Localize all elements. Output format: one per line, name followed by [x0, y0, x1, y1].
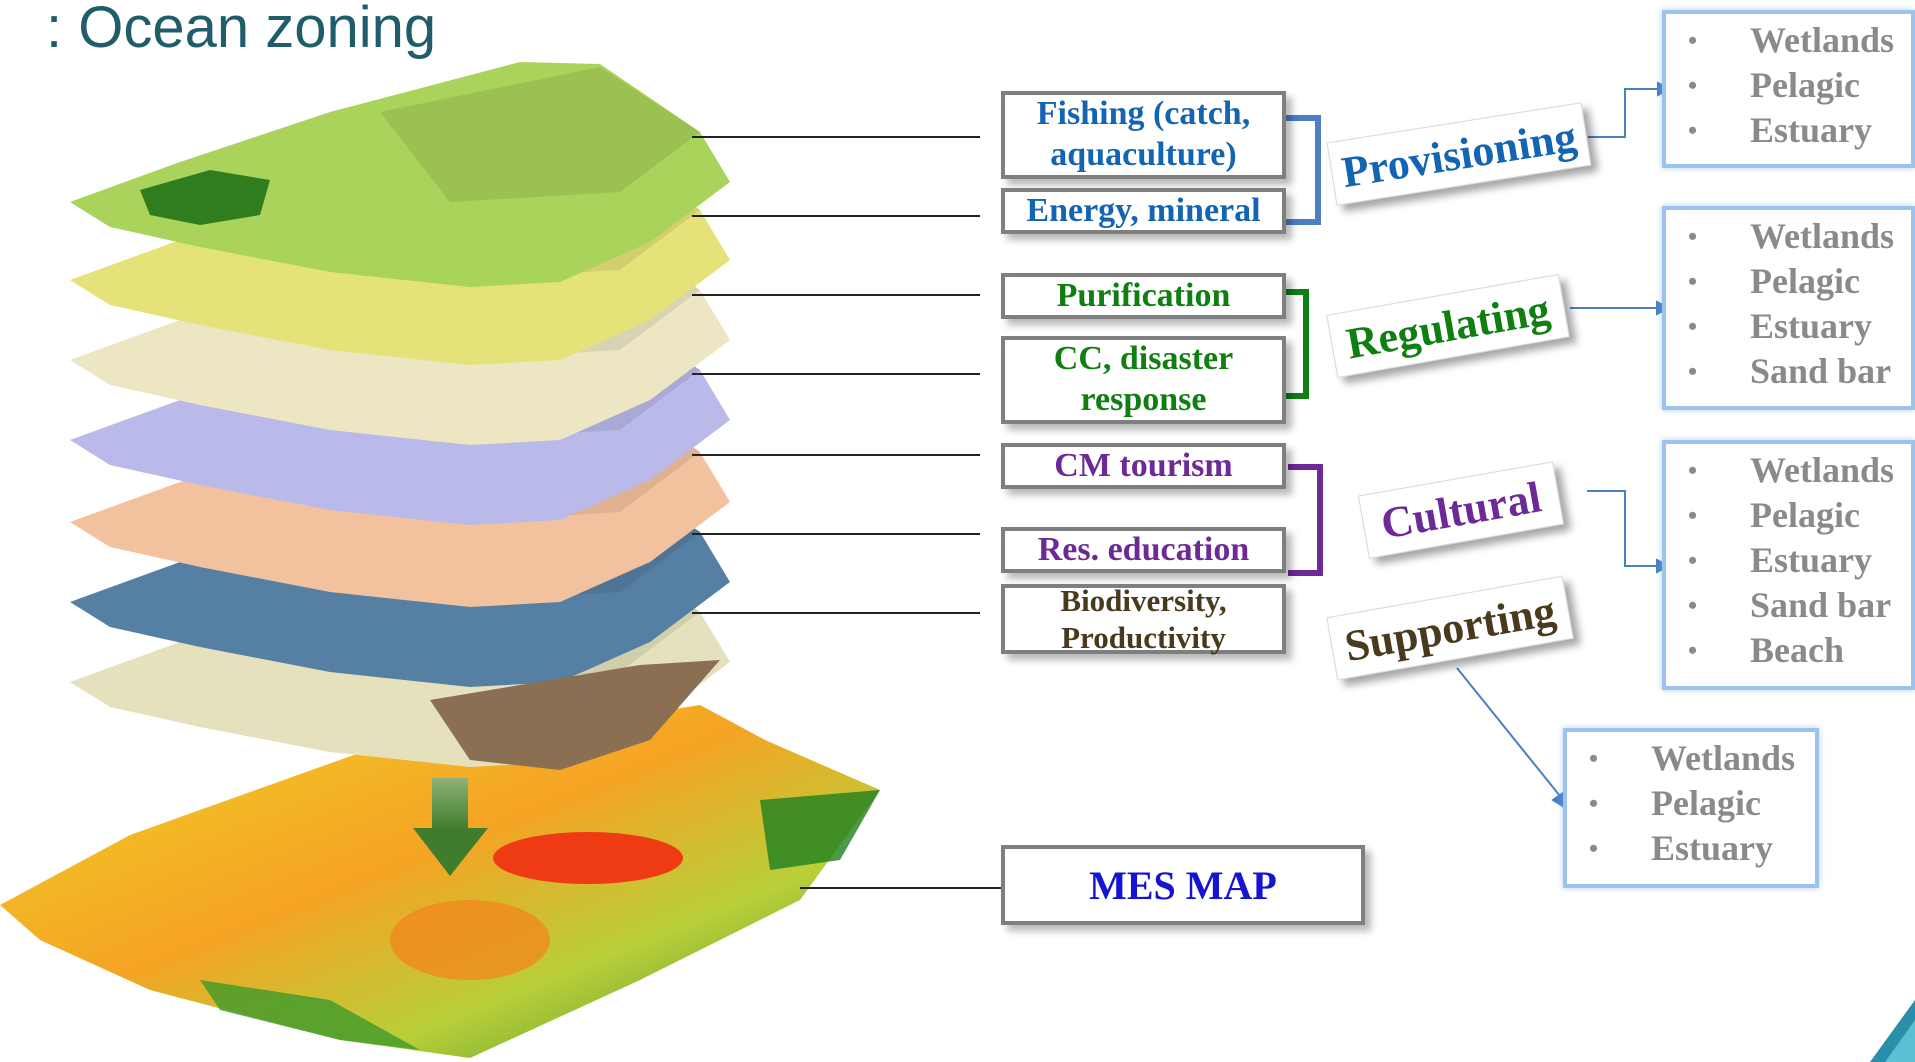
- list-item: Pelagic: [1567, 781, 1815, 826]
- service-box-cc-disaster: CC, disaster response: [1001, 336, 1286, 424]
- service-box-cm-tourism: CM tourism: [1001, 443, 1286, 489]
- service-box-res-education: Res. education: [1001, 527, 1286, 573]
- list-item: Wetlands: [1666, 214, 1911, 259]
- service-box-purification: Purification: [1001, 273, 1286, 319]
- provisioning-bracket: [1284, 115, 1321, 225]
- service-box-fishing: Fishing (catch, aquaculture): [1001, 91, 1286, 179]
- service-box-energy: Energy, mineral: [1001, 188, 1286, 234]
- list-item: Estuary: [1666, 108, 1911, 153]
- cultural-bracket: [1288, 464, 1323, 576]
- mes-map-box: MES MAP: [1001, 845, 1365, 925]
- mes-map-layer: [0, 705, 880, 1058]
- zoning-layer-patch: [380, 67, 700, 202]
- list-item: Pelagic: [1666, 493, 1911, 538]
- list-item: Estuary: [1666, 304, 1911, 349]
- leader-lines: [692, 136, 1002, 889]
- habitat-list-cultural: Wetlands Pelagic Estuary Sand bar Beach: [1662, 440, 1915, 690]
- regulating-bracket: [1276, 289, 1309, 399]
- habitat-list-provisioning: Wetlands Pelagic Estuary: [1662, 10, 1915, 168]
- list-item: Beach: [1666, 628, 1911, 673]
- list-item: Estuary: [1666, 538, 1911, 583]
- list-item: Wetlands: [1567, 736, 1815, 781]
- list-item: Sand bar: [1666, 583, 1911, 628]
- list-item: Wetlands: [1666, 448, 1911, 493]
- habitat-list-supporting: Wetlands Pelagic Estuary: [1563, 728, 1819, 888]
- list-item: Wetlands: [1666, 18, 1911, 63]
- list-item: Sand bar: [1666, 349, 1911, 394]
- down-arrow-icon: [413, 778, 488, 876]
- service-box-biodiversity: Biodiversity, Productivity: [1001, 583, 1286, 655]
- page-title: : Ocean zoning: [46, 0, 437, 60]
- connector-arrows: [1456, 81, 1673, 811]
- list-item: Pelagic: [1666, 259, 1911, 304]
- list-item: Pelagic: [1666, 63, 1911, 108]
- zoning-layer-patch: [140, 170, 270, 225]
- layer-stack: [70, 62, 730, 770]
- habitat-list-regulating: Wetlands Pelagic Estuary Sand bar: [1662, 206, 1915, 410]
- list-item: Estuary: [1567, 826, 1815, 871]
- zoning-layer-patch: [430, 660, 720, 770]
